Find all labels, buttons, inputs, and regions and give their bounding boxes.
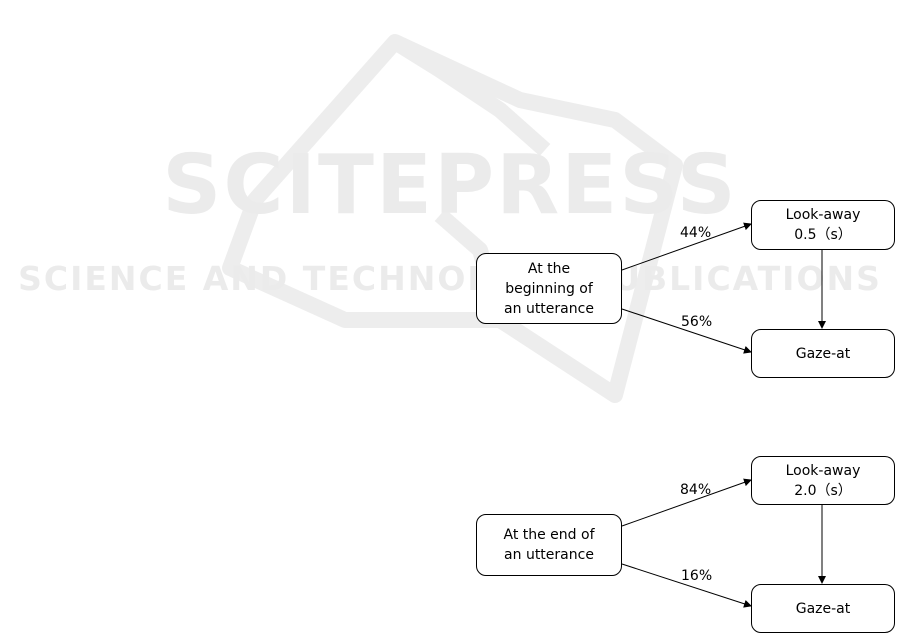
- node-end-of-utterance: At the end of an utterance: [476, 514, 622, 576]
- node-label-line: an utterance: [504, 299, 594, 319]
- percent-label-16: 16%: [681, 568, 712, 584]
- node-label-line: At the end of: [503, 525, 594, 545]
- node-label-line: At the: [528, 259, 570, 279]
- percent-label-84: 84%: [680, 482, 711, 498]
- node-label-line: Look-away: [786, 205, 861, 225]
- node-beginning-of-utterance: At the beginning of an utterance: [476, 253, 622, 324]
- node-label-line: Gaze-at: [796, 344, 851, 364]
- node-label-line: 2.0（s）: [794, 481, 852, 501]
- node-label-line: Gaze-at: [796, 599, 851, 619]
- node-look-away-0-5: Look-away 0.5（s）: [751, 200, 895, 250]
- percent-label-44: 44%: [680, 225, 711, 241]
- node-look-away-2-0: Look-away 2.0（s）: [751, 456, 895, 505]
- node-gaze-at-2: Gaze-at: [751, 584, 895, 633]
- node-gaze-at-1: Gaze-at: [751, 329, 895, 378]
- node-label-line: Look-away: [786, 461, 861, 481]
- node-label-line: 0.5（s）: [794, 225, 852, 245]
- percent-label-56: 56%: [681, 314, 712, 330]
- node-label-line: beginning of: [505, 279, 593, 299]
- node-label-line: an utterance: [504, 545, 594, 565]
